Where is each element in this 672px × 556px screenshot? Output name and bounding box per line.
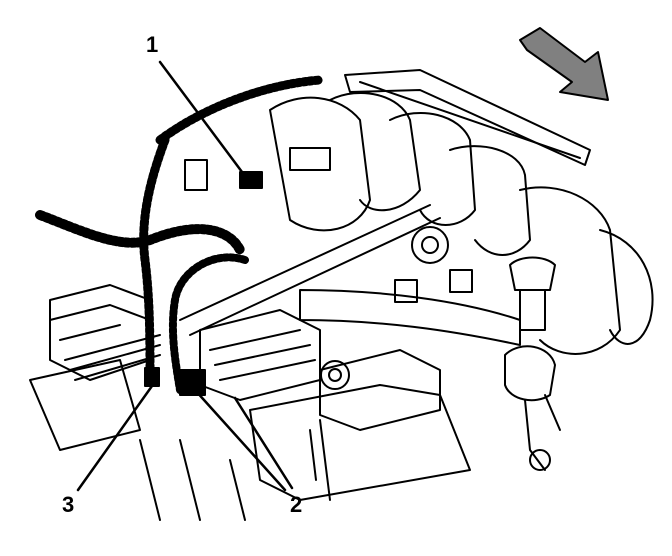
callout-2-leader-a — [193, 388, 287, 492]
callout-1-leader — [158, 60, 250, 182]
callout-3: 3 — [62, 492, 75, 517]
callout-2-leader-b — [233, 396, 294, 490]
direction-arrow-icon — [519, 27, 609, 101]
callout-2: 2 — [290, 492, 303, 517]
callout-1: 1 — [146, 32, 159, 57]
engine-body — [29, 69, 654, 521]
callout-3-leader — [76, 384, 154, 492]
